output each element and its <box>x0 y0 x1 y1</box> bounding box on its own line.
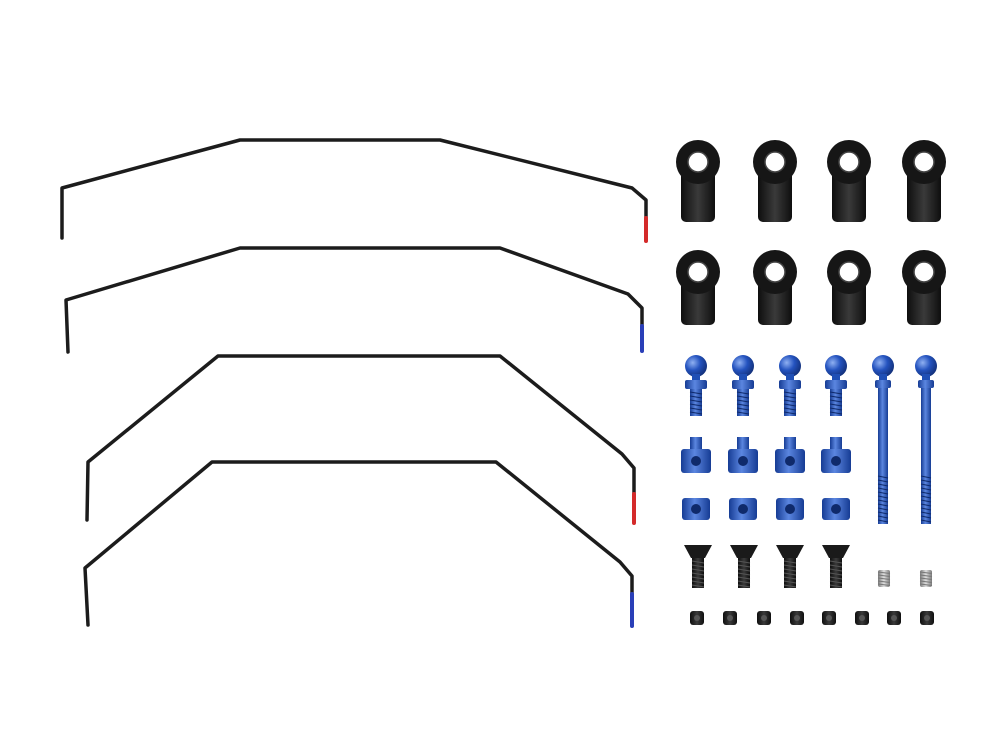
set-screws-silver <box>877 570 933 587</box>
stopper-block <box>728 437 758 473</box>
collar <box>822 498 850 520</box>
grub-screw <box>920 611 934 625</box>
flat-head-screw <box>730 545 758 588</box>
rod-end <box>827 250 871 325</box>
grub-screw <box>757 611 771 625</box>
long-ball-stud <box>872 355 894 524</box>
collar <box>682 498 710 520</box>
grub-screw <box>723 611 737 625</box>
long-ball-studs <box>872 355 937 524</box>
grub-screw <box>822 611 836 625</box>
rod-ends <box>676 140 946 325</box>
grub-screw <box>855 611 869 625</box>
collars <box>682 498 850 520</box>
rod-end <box>753 250 797 325</box>
grub-screw <box>690 611 704 625</box>
ball-studs <box>685 355 847 416</box>
grub-screws <box>690 611 934 625</box>
stopper-block <box>681 437 711 473</box>
rod-end <box>676 140 720 222</box>
flat-head-screws <box>684 545 850 588</box>
rod-end <box>676 250 720 325</box>
sway-bars <box>60 138 648 628</box>
rod-end <box>902 250 946 325</box>
set-screw-silver <box>919 570 933 587</box>
grub-screw <box>887 611 901 625</box>
sway-bar-1 <box>60 138 648 243</box>
flat-head-screw <box>684 545 712 588</box>
ball-stud <box>685 355 707 416</box>
flat-head-screw <box>776 545 804 588</box>
flat-head-screw <box>822 545 850 588</box>
sway-bar-4 <box>83 460 634 628</box>
sway-bar-2 <box>64 246 644 354</box>
ball-stud <box>732 355 754 416</box>
stopper-blocks <box>681 437 851 473</box>
collar <box>729 498 757 520</box>
rod-end <box>753 140 797 222</box>
stopper-block <box>821 437 851 473</box>
rod-end <box>902 140 946 222</box>
ball-stud <box>779 355 801 416</box>
collar <box>776 498 804 520</box>
rod-end <box>827 140 871 222</box>
set-screw-silver <box>877 570 891 587</box>
sway-bar-3 <box>85 354 636 525</box>
ball-stud <box>825 355 847 416</box>
stopper-block <box>775 437 805 473</box>
grub-screw <box>790 611 804 625</box>
long-ball-stud <box>915 355 937 524</box>
